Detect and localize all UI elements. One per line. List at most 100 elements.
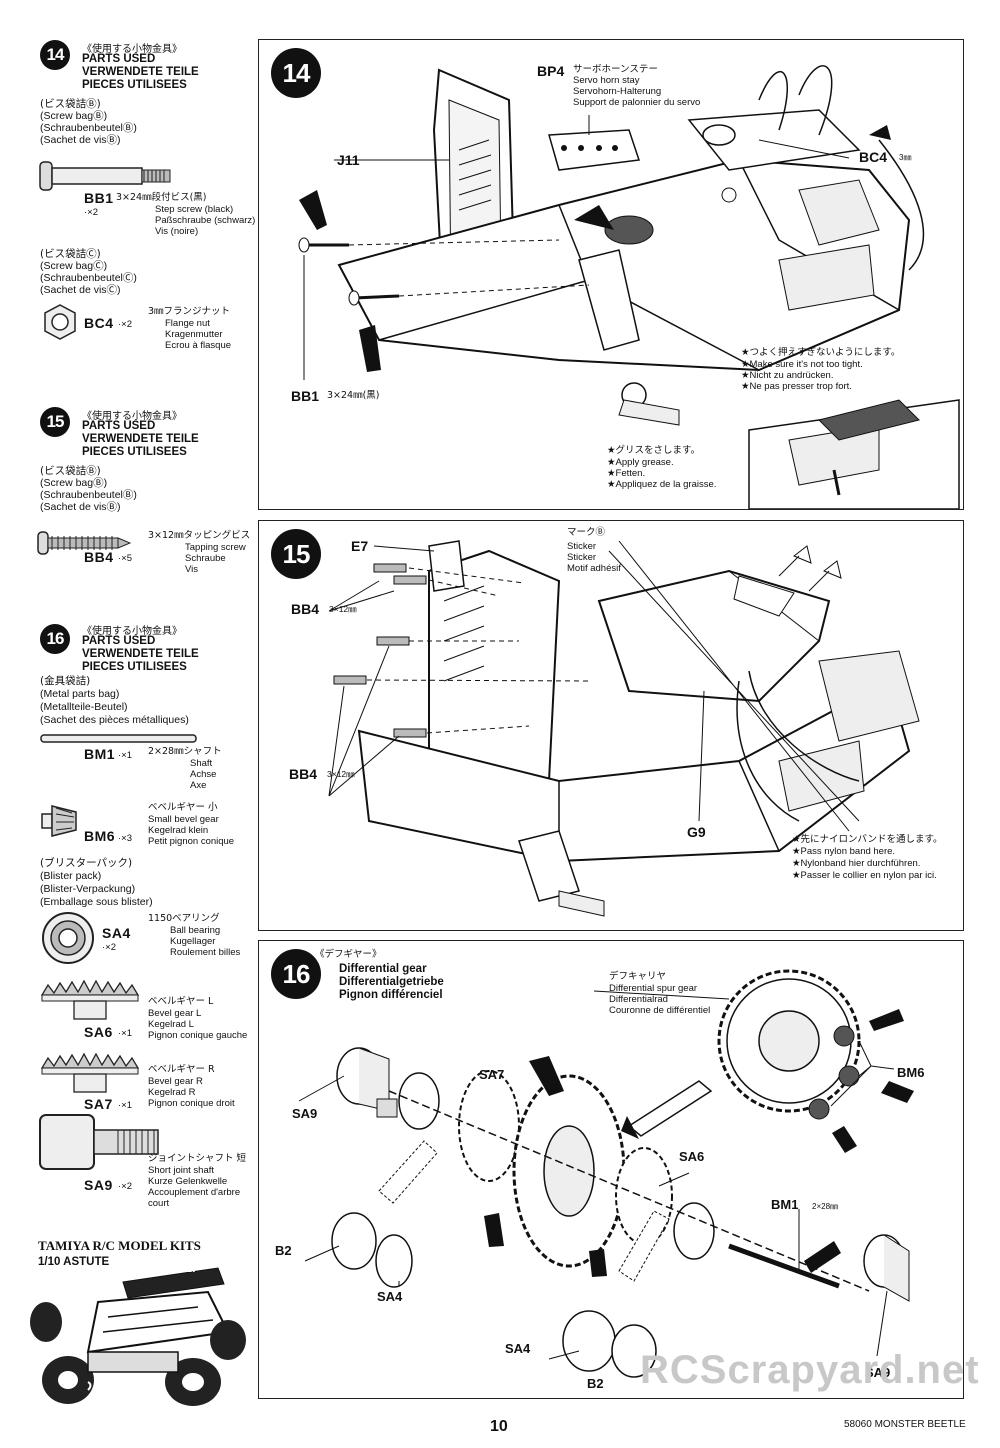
bm6-de: Kegelrad klein [148, 825, 209, 836]
s15-title-en: PARTS USED [82, 420, 156, 432]
sticker-en: Sticker [567, 541, 597, 552]
blister-fr: (Emballage sous blister) [40, 896, 153, 908]
bc4-en: Flange nut [165, 318, 210, 329]
grease-note-jp: ★グリスをさします。 [607, 445, 701, 456]
sa4-bottom-label: SA4 [505, 1341, 531, 1356]
sa7-en: Bevel gear R [148, 1076, 203, 1087]
tight-note-fr: ★Ne pas presser trop fort. [741, 381, 852, 392]
g9-label: G9 [687, 824, 706, 840]
b2-left-label: B2 [275, 1243, 292, 1258]
diff-title-jp: 《デフギヤー》 [315, 949, 382, 960]
spur-jp: デフキャリヤ [609, 971, 667, 982]
sa7-label: SA7 [479, 1067, 505, 1082]
diff-title-en: Differential gear [339, 963, 427, 975]
bc4-size: 3㎜ [899, 153, 912, 162]
kit-code: 58060 MONSTER BEETLE [844, 1419, 966, 1430]
sa6-code: SA6 [84, 1024, 113, 1040]
bp4-fr: Support de palonnier du servo [573, 97, 701, 108]
step-16-panel: 16 《デフギヤー》 Differential gear Differentia… [258, 940, 964, 1399]
bm6-qty: ·×3 [118, 833, 132, 844]
sa9-code: SA9 [84, 1177, 113, 1193]
s15-bagB-de: (SchraubenbeutelⒷ) [40, 489, 137, 501]
tight-note-en: ★Make sure it's not too tight. [741, 359, 863, 370]
sa9-shaft-left-icon [336, 1047, 398, 1118]
s15-title-jp: 《使用する小物金具》 [82, 411, 182, 422]
b2-bottom-label: B2 [587, 1376, 604, 1391]
s16-title-fr: PIECES UTILISEES [82, 661, 187, 673]
step-16-diagram [298, 969, 914, 1378]
bb1-de: Paßschraube (schwarz) [155, 215, 256, 226]
nylon-note-fr: ★Passer le collier en nylon par ici. [792, 870, 937, 881]
bp4-label: BP4 [537, 63, 565, 79]
sa7-code: SA7 [84, 1096, 113, 1112]
watermark: RCScrapyard.net [640, 1348, 980, 1392]
nylon-note-de: ★Nylonband hier durchführen. [792, 858, 921, 869]
step-15-panel: 15 E7 BB4 3×12㎜ BB4 3×12㎜ マークⒷ Sticker S… [258, 520, 964, 931]
ad-model: 1/10 ASTUTE [38, 1256, 110, 1268]
sticker-fr: Motif adhésif [567, 563, 621, 574]
s14-bagB-de: (SchraubenbeutelⒷ) [40, 122, 137, 134]
sa9-de: Kurze Gelenkwelle [148, 1176, 228, 1187]
sa7-de: Kegelrad R [148, 1087, 196, 1098]
spur-en: Differential spur gear [609, 983, 698, 994]
flange-nut-icon [44, 304, 76, 340]
sa7-jp: ベベルギヤー R [148, 1064, 215, 1075]
bb1-en: Step screw (black) [155, 204, 234, 215]
bm6-fr: Petit pignon conique [148, 836, 235, 847]
bp4-en: Servo horn stay [573, 75, 640, 86]
nylon-note-en: ★Pass nylon band here. [792, 846, 896, 857]
bb4-jp: 3×12㎜タッピングビス [148, 530, 251, 541]
sa9-left-label: SA9 [292, 1106, 318, 1121]
sa9-fr: Accouplement d'arbre [148, 1187, 241, 1198]
sa9-fr2: court [148, 1198, 170, 1209]
sa4-en: Ball bearing [170, 925, 221, 936]
sa6-jp: ベベルギヤー L [148, 996, 214, 1007]
bb4-en: Tapping screw [185, 542, 246, 553]
step-15-number: 15 [271, 529, 321, 579]
nylon-note-jp: ★先にナイロンバンドを通します。 [792, 834, 943, 845]
s16-bag-de: (Metallteile-Beutel) [40, 701, 128, 713]
bevel-gear-l-icon [40, 979, 140, 1020]
bp4-de: Servohorn-Halterung [573, 86, 662, 97]
s14-bagB-jp: (ビス袋詰Ⓑ) [40, 98, 101, 110]
bc4-qty: ·×2 [118, 319, 132, 330]
s16-bag-en: (Metal parts bag) [40, 688, 120, 700]
ad-wing-text: AWESOME! [135, 1263, 197, 1275]
blister-jp: (ブリスターパック) [40, 857, 133, 869]
tapping-screw-icon [37, 531, 132, 555]
grease-note-en: ★Apply grease. [607, 457, 674, 468]
step-14-panel: 14 BP4 サーボホーンステー Servo horn stay Servoho… [258, 39, 964, 510]
bm1-en: Shaft [190, 758, 213, 769]
small-bevel-gear-icon [41, 805, 77, 837]
bb4-bottom-label: BB4 [289, 766, 318, 782]
bm1-fr: Axe [190, 780, 207, 791]
s14-bagC-fr: (Sachet de visⒸ) [40, 284, 121, 296]
bb1-size: 3×24㎜(黒) [327, 390, 380, 401]
sa4-jp: 1150ベアリング [148, 913, 220, 924]
sticker-jp: マークⒷ [567, 527, 606, 538]
s14-title-en: PARTS USED [82, 53, 156, 65]
bb4-qty: ·×5 [118, 553, 132, 564]
grease-note-de: ★Fetten. [607, 468, 646, 479]
bb1-fr: Vis (noire) [155, 226, 199, 237]
bm1-qty: ·×1 [118, 750, 132, 761]
bb1-jp: 3×24㎜段付ビス(黒) [116, 192, 207, 203]
bb1-qty: ·×2 [84, 207, 98, 218]
s14-bagC-en: (Screw bagⒸ) [40, 260, 108, 272]
bc4-jp: 3㎜フランジナット [148, 306, 231, 317]
bb1-label: BB1 [291, 388, 320, 404]
bp4-jp: サーボホーンステー [573, 64, 658, 75]
step-16-number: 16 [271, 949, 321, 999]
bm6-label: BM6 [897, 1065, 925, 1080]
s14-title-de: VERWENDETE TEILE [82, 66, 199, 78]
bb4-top-size: 3×12㎜ [329, 604, 357, 614]
diff-title-fr: Pignon différenciel [339, 989, 443, 1001]
sa9-jp: ジョイントシャフト 短 [148, 1153, 247, 1164]
bm1-size: 2×28㎜ [812, 1202, 839, 1211]
diff-title-de: Differentialgetriebe [339, 976, 444, 988]
s14-bagB-en: (Screw bagⒷ) [40, 110, 108, 122]
differential-spur-gear-icon [717, 969, 861, 1113]
sa6-label: SA6 [679, 1149, 705, 1164]
sa7-qty: ·×1 [118, 1100, 132, 1111]
grease-note-fr: ★Appliquez de la graisse. [607, 479, 717, 490]
